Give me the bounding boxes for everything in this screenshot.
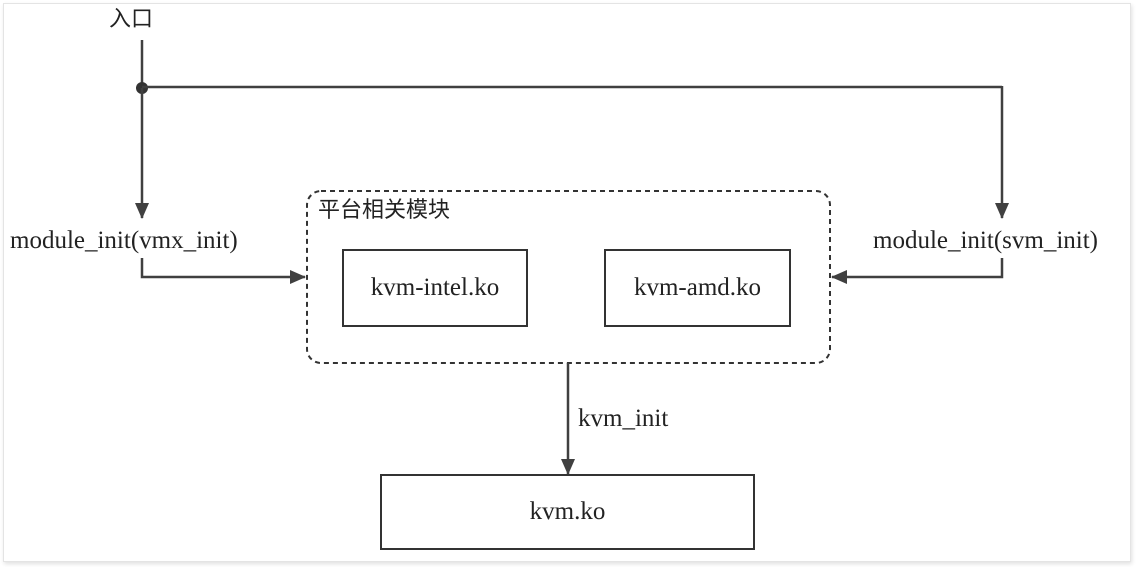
kvm-core-module-label: kvm.ko [529, 498, 606, 525]
kvm-intel-module-box: kvm-intel.ko [342, 249, 528, 327]
kvm-amd-module-label: kvm-amd.ko [633, 274, 762, 301]
platform-group-title: 平台相关模块 [318, 198, 451, 223]
entry-label: 入口 [109, 7, 154, 32]
kvm-init-label: kvm_init [578, 405, 669, 432]
svm-init-label: module_init(svm_init) [873, 227, 1098, 254]
right-into-group-arrow [831, 258, 1004, 284]
kvm-core-module-box: kvm.ko [380, 474, 755, 550]
kvm-amd-module-box: kvm-amd.ko [604, 249, 791, 327]
kvm-intel-module-label: kvm-intel.ko [370, 274, 500, 301]
vmx-init-label: module_init(vmx_init) [10, 227, 238, 254]
left-into-group-arrow [140, 258, 306, 284]
